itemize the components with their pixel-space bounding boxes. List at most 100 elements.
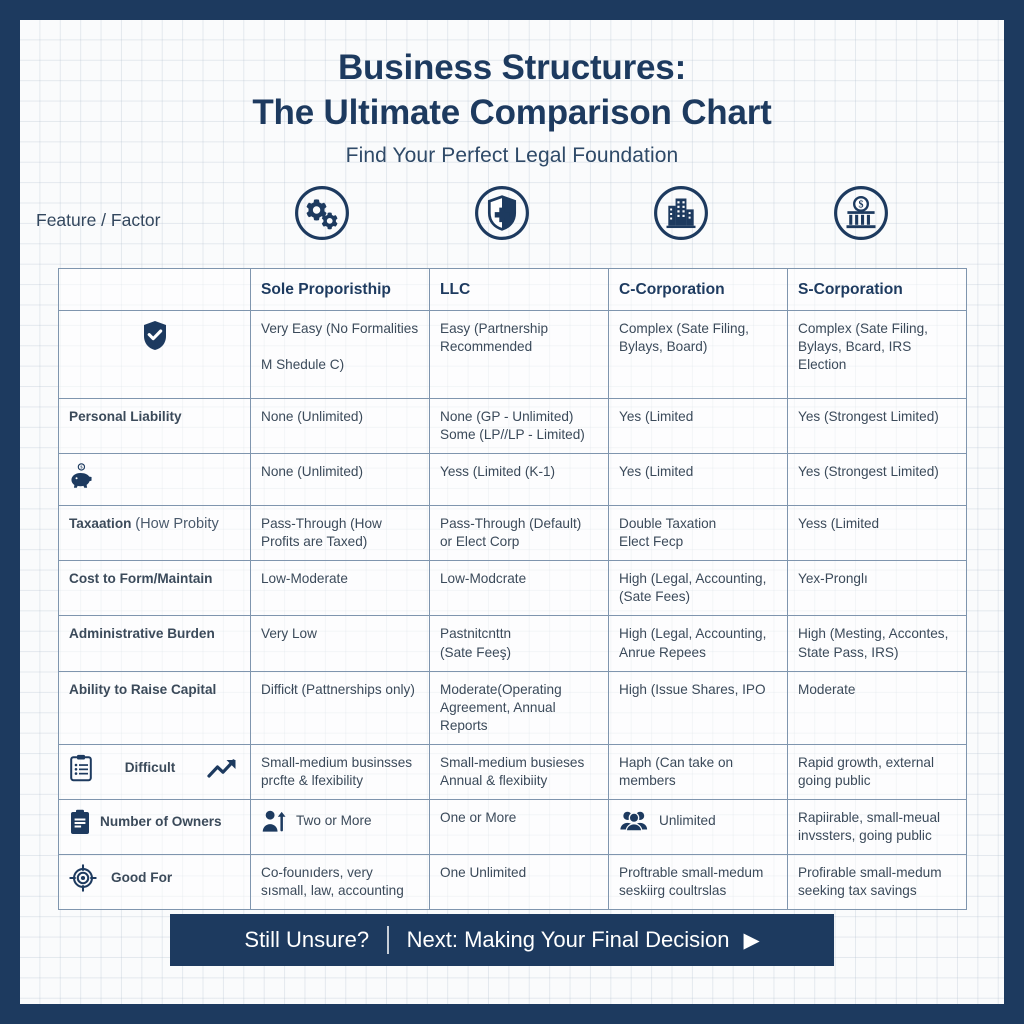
table-row: Personal Liability None (Unlimited) None… xyxy=(58,397,967,455)
target-icon xyxy=(69,864,97,892)
cell-text: High (Issue Shares, IPO xyxy=(619,681,766,697)
table-cell: Yes (Limited xyxy=(608,453,788,507)
cell-text: Moderate xyxy=(798,681,856,697)
table-cell: Yes (Strongest Limited) xyxy=(787,453,967,507)
cell-text: High (Legal, Accounting, Anrue Repees xyxy=(619,626,767,660)
table-cell: Yex-Pronglı xyxy=(787,560,967,617)
column-header-llc: LLC xyxy=(429,268,609,311)
column-header-sole-proprietorship: Sole Proporisthip xyxy=(250,268,430,311)
cell-text: One or More xyxy=(440,810,517,826)
play-arrow-icon: ▶ xyxy=(743,928,760,952)
table-cell: Complex (Sate Filing, Bylays, Bcard, IRS… xyxy=(787,310,967,399)
cell-text: High (Legal, Accounting, (Sate Fees) xyxy=(619,571,767,605)
row-label-good-for-text: Good For xyxy=(111,870,173,886)
table-cell: None (Unlimited) xyxy=(250,453,430,507)
table-cell: High (Issue Shares, IPO xyxy=(608,670,788,745)
cell-text: Haph (Can take on members xyxy=(619,754,734,788)
cell-text: Yes (Strongest Limited) xyxy=(798,409,939,424)
table-cell: Complex (Sate Filing, Bylays, Board) xyxy=(608,310,788,399)
cell-text: Easy (Partnership Recommended xyxy=(440,321,549,355)
row-label-formation xyxy=(58,310,251,399)
gears-icon xyxy=(293,184,351,242)
piggy-bank-icon: $ xyxy=(69,463,99,489)
row-label-taxation: Taxaation (How Probity xyxy=(58,505,251,562)
table-cell: Co-founıders, very sısmall, law, account… xyxy=(250,854,430,911)
cell-text: Pass-Through (Default) or Elect Corp xyxy=(440,516,582,550)
table-cell: Pass-Through (Default) or Elect Corp xyxy=(429,505,609,562)
trend-up-icon xyxy=(207,756,241,780)
column-header-c-corporation: C-Corporation xyxy=(608,268,788,311)
row-label-number-of-owners: Number of Owners xyxy=(58,799,251,856)
table-row: Good For Co-founıders, very sısmall, law… xyxy=(58,854,967,911)
row-label-difficult: Difficult xyxy=(58,743,251,801)
row-label-good-for: Good For xyxy=(58,854,251,911)
table-cell: Small-medium businsses prcfte & lfexibil… xyxy=(250,743,430,801)
table-cell: Profirable small-medum seeking tax savin… xyxy=(787,854,967,911)
cell-text: Very Easy (No Formalities M Shedule C) xyxy=(261,321,419,373)
table-cell: Double Taxation Elect Fecp xyxy=(608,505,788,562)
cell-text: None (GP - Unlimited) Some (LP//LP - Lim… xyxy=(440,409,585,443)
table-cell: Yes (Limited xyxy=(608,397,788,455)
cell-text: Rapid growth, external going public xyxy=(798,754,935,788)
table-cell: Haph (Can take on members xyxy=(608,743,788,801)
table-row: Very Easy (No Formalities M Shedule C) E… xyxy=(58,310,967,399)
svg-text:$: $ xyxy=(859,199,864,210)
cell-text: Difficłt (Pattnerships only) xyxy=(261,681,415,697)
footer-divider xyxy=(387,926,389,954)
shield-check-icon xyxy=(142,320,168,350)
table-header-row: Sole Proporisthip LLC C-Corporation S-Co… xyxy=(58,268,967,311)
page-title-line-2: The Ultimate Comparison Chart xyxy=(252,92,772,132)
table-cell: High (Mesting, Accontes, State Pass, IRS… xyxy=(787,615,967,672)
clipboard-list-icon xyxy=(69,754,93,782)
table-row: Cost to Form/Maintain Low-Moderate Low-M… xyxy=(58,560,967,617)
footer-prompt: Still Unsure? xyxy=(244,927,370,952)
table-cell: Proftrable small-medum seskiirg coultrsl… xyxy=(608,854,788,911)
table-cell: Yess (Limited (K-1) xyxy=(429,453,609,507)
footer-cta-banner[interactable]: Still Unsure? Next: Making Your Final De… xyxy=(170,914,834,966)
cell-text: Unlimited xyxy=(659,812,716,828)
row-label-taxation-icon: $ xyxy=(58,453,251,507)
table-row: Difficult Small-medium businsses prcfte … xyxy=(58,743,967,801)
row-label-cost-to-form: Cost to Form/Maintain xyxy=(58,560,251,617)
column-icon-strip: Feature / Factor xyxy=(20,184,1004,252)
column-header-blank xyxy=(58,268,251,311)
cell-text: High (Mesting, Accontes, State Pass, IRS… xyxy=(798,626,949,660)
cell-text: Pastnitcnttn (Sate Feeş) xyxy=(440,626,512,660)
cell-text: Double Taxation Elect Fecp xyxy=(619,516,717,550)
people-group-icon xyxy=(619,809,649,833)
person-up-icon xyxy=(261,809,286,834)
row-label-ability-to-raise-capital: Ability to Raise Capital xyxy=(58,670,251,745)
office-buildings-icon xyxy=(652,184,710,242)
column-header-s-corporation: S-Corporation xyxy=(787,268,967,311)
table-cell: Rapid growth, external going public xyxy=(787,743,967,801)
cell-text: Rapiirable, small-meual invssters, going… xyxy=(798,810,941,844)
table-cell: Two or More xyxy=(250,799,430,856)
page-title-line-1: Business Structures: xyxy=(337,48,687,87)
table-cell: Unlimited xyxy=(608,799,788,856)
cell-text: Co-founıders, very sısmall, law, account… xyxy=(261,865,404,899)
svg-text:$: $ xyxy=(80,465,83,470)
shield-icon xyxy=(473,184,531,242)
table-cell: One or More xyxy=(429,799,609,856)
cell-text: Very Low xyxy=(261,626,317,642)
footer-next-label: Next: Making Your Final Decision xyxy=(406,927,730,952)
comparison-table-wrapper: Sole Proporisthip LLC C-Corporation S-Co… xyxy=(58,268,967,911)
cell-text: Small-medium businsses prcfte & lfexibil… xyxy=(261,754,413,788)
feature-factor-caption: Feature / Factor xyxy=(36,209,161,230)
table-cell: One Unlimited xyxy=(429,854,609,911)
table-cell: Low-Modcrate xyxy=(429,560,609,617)
table-cell: Low-Moderate xyxy=(250,560,430,617)
bank-dollar-icon: $ xyxy=(832,184,890,242)
row-label-number-of-owners-text: Number of Owners xyxy=(100,814,222,830)
cell-text: Complex (Sate Filing, Bylays, Board) xyxy=(619,321,749,355)
cell-text: Yes (Limited xyxy=(619,409,694,424)
table-cell: Pass-Through (How Profits are Taxed) xyxy=(250,505,430,562)
table-cell: Small-medium busieses Annual & flexibiit… xyxy=(429,743,609,801)
cell-text: Proftrable small-medum seskiirg coultrsl… xyxy=(619,865,764,899)
cell-text: Low-Moderate xyxy=(261,571,348,587)
table-cell: Very Easy (No Formalities M Shedule C) xyxy=(250,310,430,399)
page-subtitle: Find Your Perfect Legal Foundation xyxy=(345,143,679,167)
cell-text: Two or More xyxy=(296,813,372,829)
table-row: Taxaation (How Probity Pass-Through (How… xyxy=(58,505,967,562)
